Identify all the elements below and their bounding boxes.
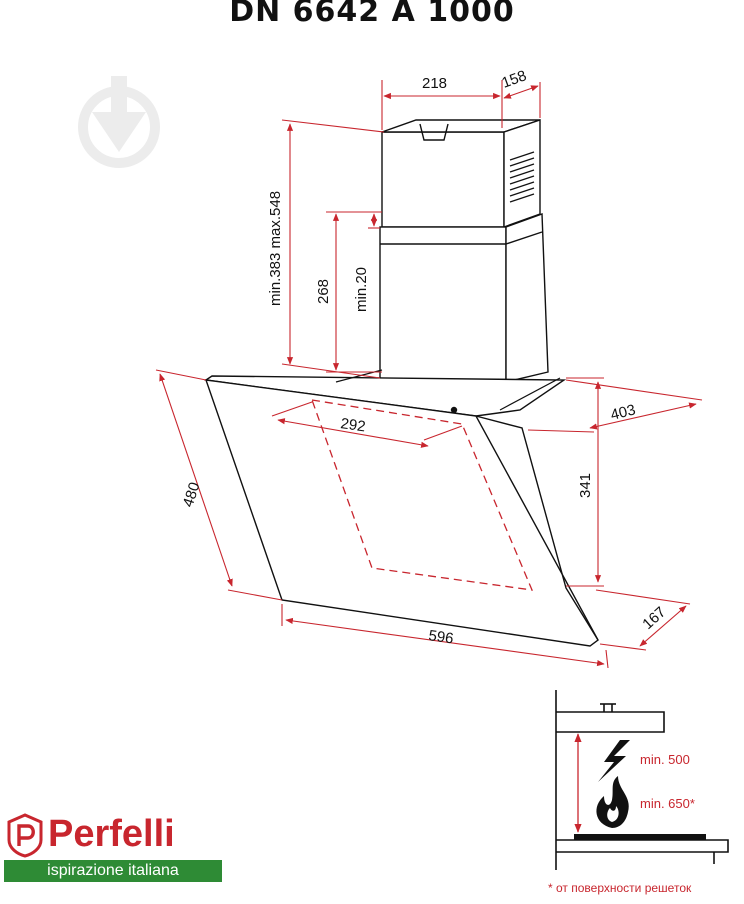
flame-icon (596, 776, 629, 828)
dim-596: 596 (427, 627, 454, 647)
dim-403: 403 (609, 401, 637, 424)
hood-body (204, 369, 599, 647)
dim-158: 158 (500, 67, 529, 92)
footnote: * от поверхности решеток (548, 881, 692, 895)
brand-name: Perfelli (48, 813, 175, 855)
dim-min20: min.20 (353, 267, 370, 312)
min-electric-label: min. 500 (640, 752, 690, 767)
min-gas-label: min. 650* (640, 796, 695, 811)
install-diagram: min. 500 min. 650* (555, 690, 729, 870)
perfelli-logo-icon (7, 813, 43, 858)
dim-268: 268 (315, 279, 332, 304)
dim-218: 218 (422, 75, 447, 92)
dim-167: 167 (639, 604, 669, 633)
dim-chimney-height: min.383 max.548 (267, 191, 284, 306)
model-title: DN 6642 A 1000 (229, 0, 515, 29)
dim-341: 341 (577, 473, 594, 498)
lightning-icon (598, 740, 630, 782)
dim-292: 292 (339, 415, 366, 435)
download-watermark-icon (78, 76, 160, 168)
dim-480: 480 (180, 480, 204, 509)
chimney (379, 119, 549, 383)
brand-tagline: ispirazione italiana (4, 860, 222, 882)
